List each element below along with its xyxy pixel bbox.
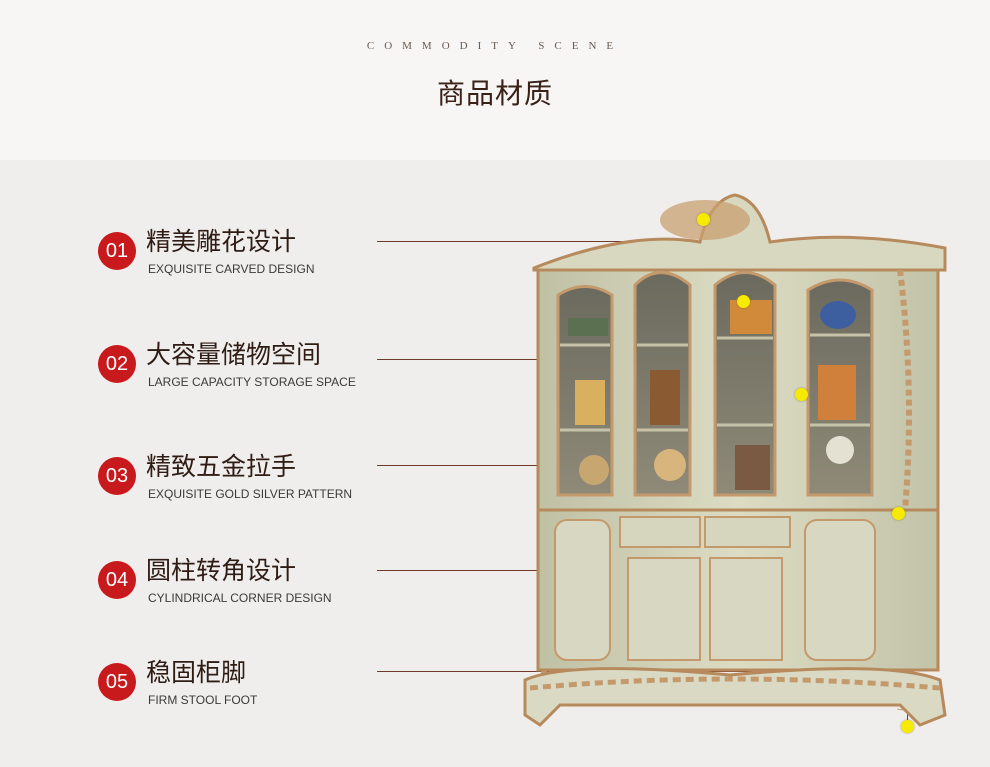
feature-number-badge: 05 xyxy=(98,663,136,701)
scene-label: COMMODITY SCENE xyxy=(366,40,624,52)
hotspot-foot[interactable] xyxy=(901,720,914,733)
bookcase-cabinet-image xyxy=(523,193,947,727)
feature-title-en: CYLINDRICAL CORNER DESIGN xyxy=(148,591,332,605)
hotspot-storage[interactable] xyxy=(737,295,750,308)
feature-title-en: EXQUISITE CARVED DESIGN xyxy=(148,262,315,276)
feature-number-badge: 03 xyxy=(98,457,136,495)
feature-number-badge: 02 xyxy=(98,345,136,383)
feature-title-en: FIRM STOOL FOOT xyxy=(148,693,258,707)
hotspot-carved[interactable] xyxy=(697,213,710,226)
feature-number-badge: 01 xyxy=(98,232,136,270)
feature-number-badge: 04 xyxy=(98,561,136,599)
page-title: 商品材质 xyxy=(436,77,553,110)
feature-title-cn: 精致五金拉手 xyxy=(146,452,297,481)
hotspot-corner[interactable] xyxy=(892,507,905,520)
feature-title-en: EXQUISITE GOLD SILVER PATTERN xyxy=(148,487,353,501)
header-section: COMMODITY SCENE 商品材质 xyxy=(0,0,990,160)
hotspot-hardware[interactable] xyxy=(795,388,808,401)
feature-title-cn: 大容量储物空间 xyxy=(146,340,322,369)
leader-line-carved xyxy=(377,241,703,242)
feature-title-cn: 精美雕花设计 xyxy=(146,227,297,256)
feature-title-cn: 圆柱转角设计 xyxy=(146,556,297,585)
feature-title-en: LARGE CAPACITY STORAGE SPACE xyxy=(148,375,356,389)
feature-title-cn: 稳固柜脚 xyxy=(146,658,247,687)
